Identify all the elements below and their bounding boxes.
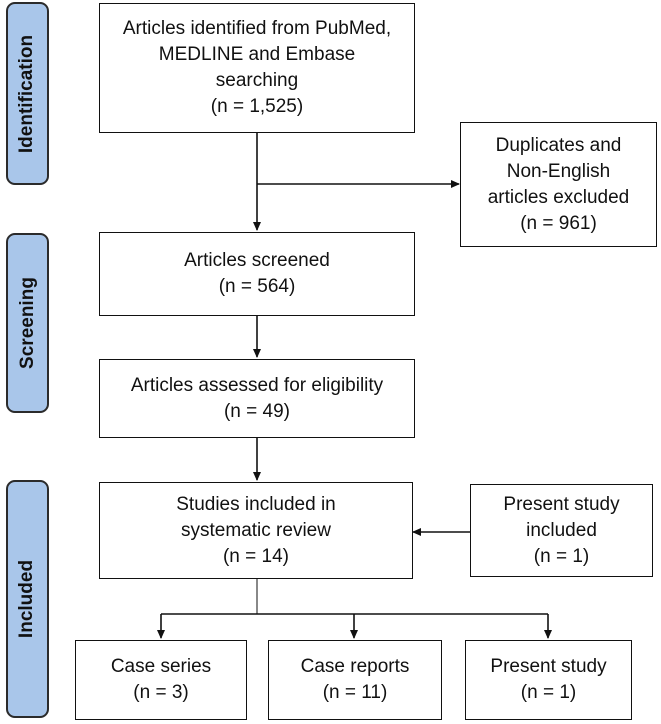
box-case-reports-line-1: Case reports (300, 656, 410, 677)
box-articles-eligibility-line-1: Articles assessed for eligibility (130, 374, 384, 396)
box-duplicates-excluded: Duplicates and Non-English articles excl… (460, 122, 657, 247)
box-articles-identified: Articles identified from PubMed, MEDLINE… (99, 3, 415, 133)
stage-label-identification: Identification (6, 2, 49, 185)
box-articles-identified-line-1: Articles identified from PubMed, (122, 18, 392, 39)
stage-label-included: Included (6, 480, 49, 718)
box-present-study-line-2: (n = 1) (520, 682, 577, 703)
box-articles-eligibility-line-2: (n = 49) (223, 400, 290, 422)
box-case-reports: Case reports (n = 11) (268, 640, 442, 720)
box-present-study-included: Present study included (n = 1) (470, 484, 653, 577)
box-studies-included: Studies included in systematic review (n… (99, 482, 413, 579)
box-studies-included-line-3: (n = 14) (222, 545, 289, 567)
box-articles-screened: Articles screened (n = 564) (99, 232, 415, 316)
box-articles-identified-line-2: MEDLINE and Embase (158, 44, 356, 65)
box-present-study-included-line-1: Present study (503, 493, 620, 515)
box-present-study-included-line-3: (n = 1) (533, 545, 590, 567)
box-studies-included-line-1: Studies included in (176, 493, 336, 515)
box-duplicates-excluded-line-3: articles excluded (487, 186, 630, 208)
box-case-series-line-1: Case series (110, 656, 212, 677)
box-duplicates-excluded-line-4: (n = 961) (520, 212, 597, 234)
box-duplicates-excluded-line-2: Non-English (506, 160, 611, 182)
box-articles-identified-line-4: (n = 1,525) (210, 96, 304, 117)
box-case-series: Case series (n = 3) (75, 640, 247, 720)
box-case-series-line-2: (n = 3) (133, 682, 189, 703)
box-case-reports-line-2: (n = 11) (322, 682, 388, 703)
box-articles-screened-line-1: Articles screened (184, 250, 330, 271)
stage-label-screening: Screening (6, 233, 49, 413)
box-present-study-included-line-2: included (526, 519, 597, 541)
box-articles-eligibility: Articles assessed for eligibility (n = 4… (99, 359, 415, 438)
box-articles-screened-line-2: (n = 564) (218, 276, 296, 297)
box-present-study: Present study (n = 1) (465, 640, 632, 720)
box-present-study-line-1: Present study (490, 656, 607, 677)
box-duplicates-excluded-line-1: Duplicates and (495, 134, 622, 156)
box-articles-identified-line-3: searching (215, 70, 299, 91)
box-studies-included-line-2: systematic review (181, 519, 331, 541)
